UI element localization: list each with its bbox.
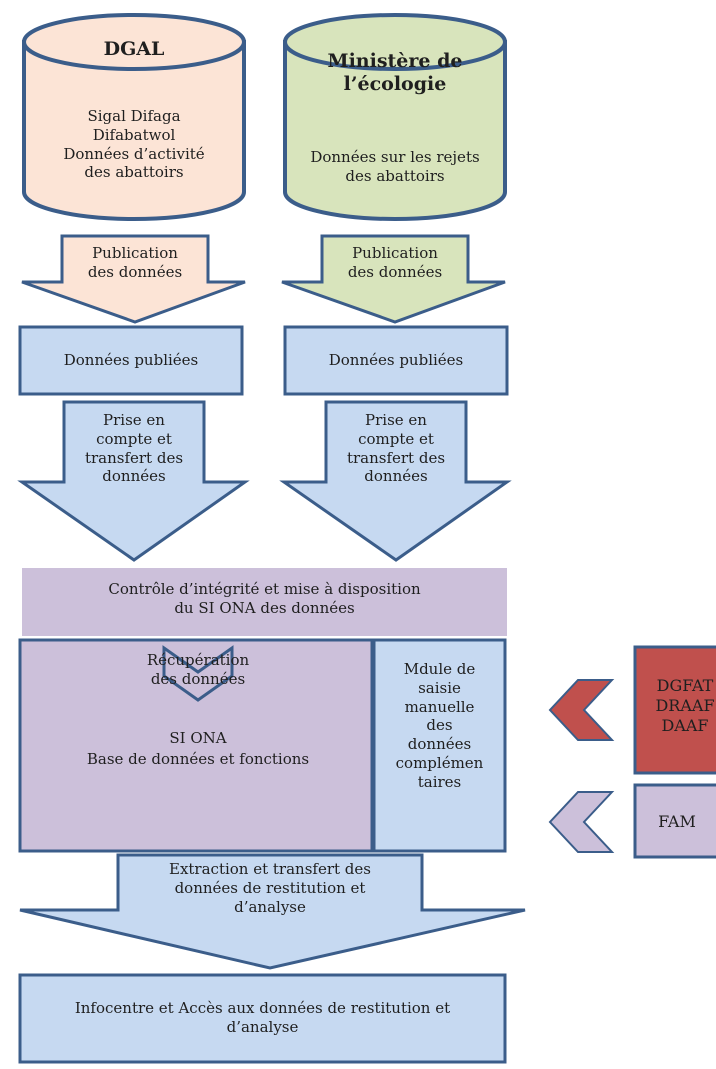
- ecology-transfer-label: Prise en compte et transfert des données: [346, 411, 446, 486]
- fam-label: FAM: [658, 812, 696, 831]
- ecology-body: Données sur les rejets des abattoirs: [310, 148, 480, 185]
- si-ona-description: Base de données et fonctions: [86, 750, 310, 768]
- dgfat-label: DGFAT DRAAF DAAF: [655, 676, 715, 735]
- fam-box: [633, 783, 716, 859]
- infocentre-box: [18, 973, 507, 1064]
- ecology-database-cylinder: [283, 13, 507, 221]
- retrieval-label: Récupération des données: [146, 651, 250, 688]
- extraction-label: Extraction et transfert des données de r…: [169, 860, 371, 916]
- extraction-arrow: [19, 853, 526, 970]
- fam-chevron-arrow: [548, 791, 615, 853]
- ecology-title: Ministère de l’écologie: [327, 50, 463, 95]
- manual-module-label: Mdule de saisie manuelle des données com…: [395, 660, 484, 791]
- ecology-publication-label: Publication des données: [347, 244, 443, 281]
- dgal-publication-label: Publication des données: [87, 244, 183, 281]
- ecology-publication-arrow: [281, 234, 506, 324]
- manual-module-box: [372, 638, 507, 853]
- dgal-published-label: Données publiées: [63, 351, 199, 369]
- dgfat-chevron-arrow: [548, 679, 615, 741]
- dgal-publication-arrow: [21, 234, 246, 324]
- ecology-published-label: Données publiées: [328, 351, 464, 369]
- dgal-database-cylinder: [22, 13, 246, 221]
- dgal-published-box: [18, 325, 244, 396]
- dgal-body: Sigal Difaga Difabatwol Données d’activi…: [63, 107, 205, 182]
- integrity-control-label: Contrôle d’intégrité et mise à dispositi…: [108, 580, 421, 617]
- si-ona-title: SI ONA: [169, 729, 227, 747]
- si-ona-box: [18, 638, 374, 853]
- ecology-transfer-arrow: [279, 400, 512, 562]
- dgal-transfer-arrow: [17, 400, 250, 562]
- integrity-control-band: [22, 568, 507, 636]
- infocentre-label: Infocentre et Accès aux données de resti…: [74, 999, 451, 1036]
- ecology-published-box: [283, 325, 509, 396]
- retrieval-chevron: [162, 645, 234, 702]
- dgfat-box: [633, 645, 716, 775]
- dgal-title: DGAL: [103, 38, 165, 60]
- dgal-transfer-label: Prise en compte et transfert des données: [84, 411, 184, 486]
